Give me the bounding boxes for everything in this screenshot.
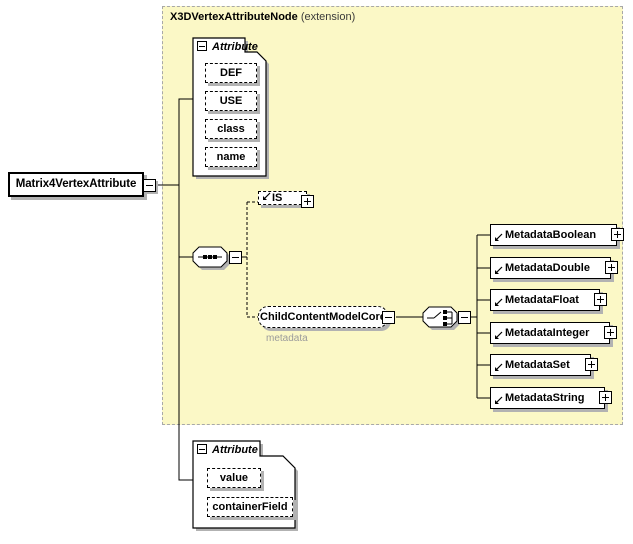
group-ccmc-label: ChildContentModelCore <box>260 311 386 323</box>
expand-metadatadouble-button[interactable] <box>604 261 618 274</box>
element-metadataset[interactable]: MetadataSet <box>490 354 598 376</box>
reference-arrow-icon <box>495 233 503 241</box>
element-metadataboolean[interactable]: MetadataBoolean <box>490 224 625 246</box>
element-metadatafloat[interactable]: MetadataFloat <box>490 289 607 311</box>
attribute-group-top-label: Attribute <box>197 41 258 53</box>
element-metadatainteger-label: MetadataInteger <box>505 327 590 339</box>
attribute-group-bottom-label: Attribute <box>197 444 258 456</box>
attribute-group-bottom-text: Attribute <box>212 444 258 456</box>
sequence-compositor-icon <box>192 246 230 270</box>
collapse-ccmc-button[interactable] <box>382 311 395 324</box>
extension-title: X3DVertexAttributeNode (extension) <box>170 11 355 23</box>
reference-arrow-icon <box>263 192 271 200</box>
expand-is-button[interactable] <box>301 195 315 208</box>
collapse-root-button[interactable] <box>143 179 156 192</box>
attribute-def[interactable]: DEF <box>205 63 257 83</box>
choice-compositor-icon <box>422 306 460 330</box>
element-is[interactable]: IS <box>258 191 315 208</box>
element-metadataset-label: MetadataSet <box>505 359 570 371</box>
attribute-value[interactable]: value <box>207 468 261 488</box>
attribute-use[interactable]: USE <box>205 91 257 111</box>
expand-metadatafloat-button[interactable] <box>593 293 607 306</box>
reference-arrow-icon <box>495 266 503 274</box>
element-metadatainteger[interactable]: MetadataInteger <box>490 322 618 344</box>
ccmc-annotation: metadata <box>266 333 308 344</box>
extension-base-type: X3DVertexAttributeNode <box>170 11 298 23</box>
element-metadatafloat-label: MetadataFloat <box>505 294 579 306</box>
element-metadataboolean-label: MetadataBoolean <box>505 229 597 241</box>
attribute-group-top-text: Attribute <box>212 41 258 53</box>
collapse-attr-top-icon[interactable] <box>197 41 207 51</box>
element-matrix4vertexattribute[interactable]: Matrix4VertexAttribute <box>8 172 144 197</box>
expand-metadatastring-button[interactable] <box>599 391 613 404</box>
element-metadatadouble-label: MetadataDouble <box>505 262 590 274</box>
collapse-sequence-button[interactable] <box>229 251 242 264</box>
group-childcontentmodelcore[interactable]: ChildContentModelCore <box>258 306 395 328</box>
expand-metadatainteger-button[interactable] <box>604 326 618 339</box>
expand-metadataboolean-button[interactable] <box>611 228 625 241</box>
extension-suffix: (extension) <box>300 11 356 23</box>
attribute-class[interactable]: class <box>205 119 257 139</box>
attribute-name[interactable]: name <box>205 147 257 167</box>
element-metadatastring[interactable]: MetadataString <box>490 387 613 409</box>
reference-arrow-icon <box>495 298 503 306</box>
element-metadatastring-label: MetadataString <box>505 392 585 404</box>
expand-metadataset-button[interactable] <box>584 358 598 371</box>
collapse-choice-button[interactable] <box>458 311 471 324</box>
collapse-attr-bottom-icon[interactable] <box>197 444 207 454</box>
reference-arrow-icon <box>495 331 503 339</box>
reference-arrow-icon <box>495 396 503 404</box>
attribute-containerfield[interactable]: containerField <box>207 497 293 517</box>
element-metadatadouble[interactable]: MetadataDouble <box>490 257 618 279</box>
reference-arrow-icon <box>495 363 503 371</box>
element-is-label: IS <box>272 192 283 204</box>
